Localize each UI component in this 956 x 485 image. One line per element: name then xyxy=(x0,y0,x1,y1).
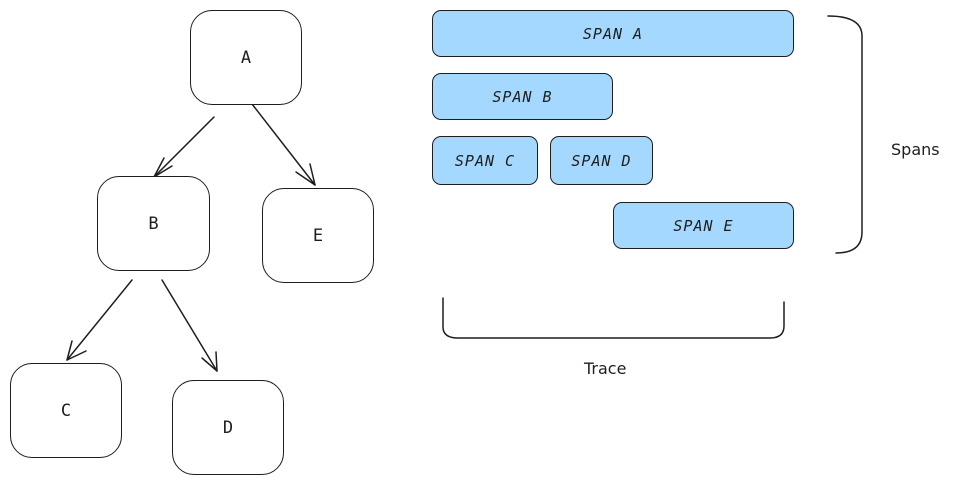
edge-b-c xyxy=(66,279,133,361)
span-bar-d: SPAN D xyxy=(550,136,653,185)
span-bar-c-label: SPAN C xyxy=(454,151,516,170)
spans-brace xyxy=(827,15,863,254)
spans-label: Spans xyxy=(891,140,940,159)
tree-node-d: D xyxy=(172,380,284,475)
span-bar-d-label: SPAN D xyxy=(571,151,632,170)
span-bar-e-label: SPAN E xyxy=(673,216,734,235)
edge-a-b xyxy=(153,116,215,178)
tree-node-e-label: E xyxy=(312,225,324,246)
tree-node-a: A xyxy=(190,10,302,105)
tree-node-c: C xyxy=(10,363,122,458)
span-bar-b-label: SPAN B xyxy=(492,87,553,106)
trace-label: Trace xyxy=(584,359,627,378)
edge-a-e xyxy=(251,103,316,186)
span-bar-c: SPAN C xyxy=(432,136,538,185)
tree-node-b-label: B xyxy=(148,213,159,234)
span-bar-b: SPAN B xyxy=(432,73,613,120)
trace-brace xyxy=(442,297,785,339)
span-bar-e: SPAN E xyxy=(613,202,794,249)
edge-b-d xyxy=(161,279,218,372)
span-bar-a: SPAN A xyxy=(432,10,794,57)
span-bar-a-label: SPAN A xyxy=(582,24,644,43)
arrowhead-b-d xyxy=(201,351,218,372)
tree-node-e: E xyxy=(262,188,374,283)
tree-node-b: B xyxy=(97,176,210,271)
tree-node-d-label: D xyxy=(222,417,234,438)
arrowhead-b-c xyxy=(66,340,87,361)
tree-node-c-label: C xyxy=(60,400,72,421)
tree-node-a-label: A xyxy=(240,47,252,68)
arrowhead-a-e xyxy=(295,163,316,186)
